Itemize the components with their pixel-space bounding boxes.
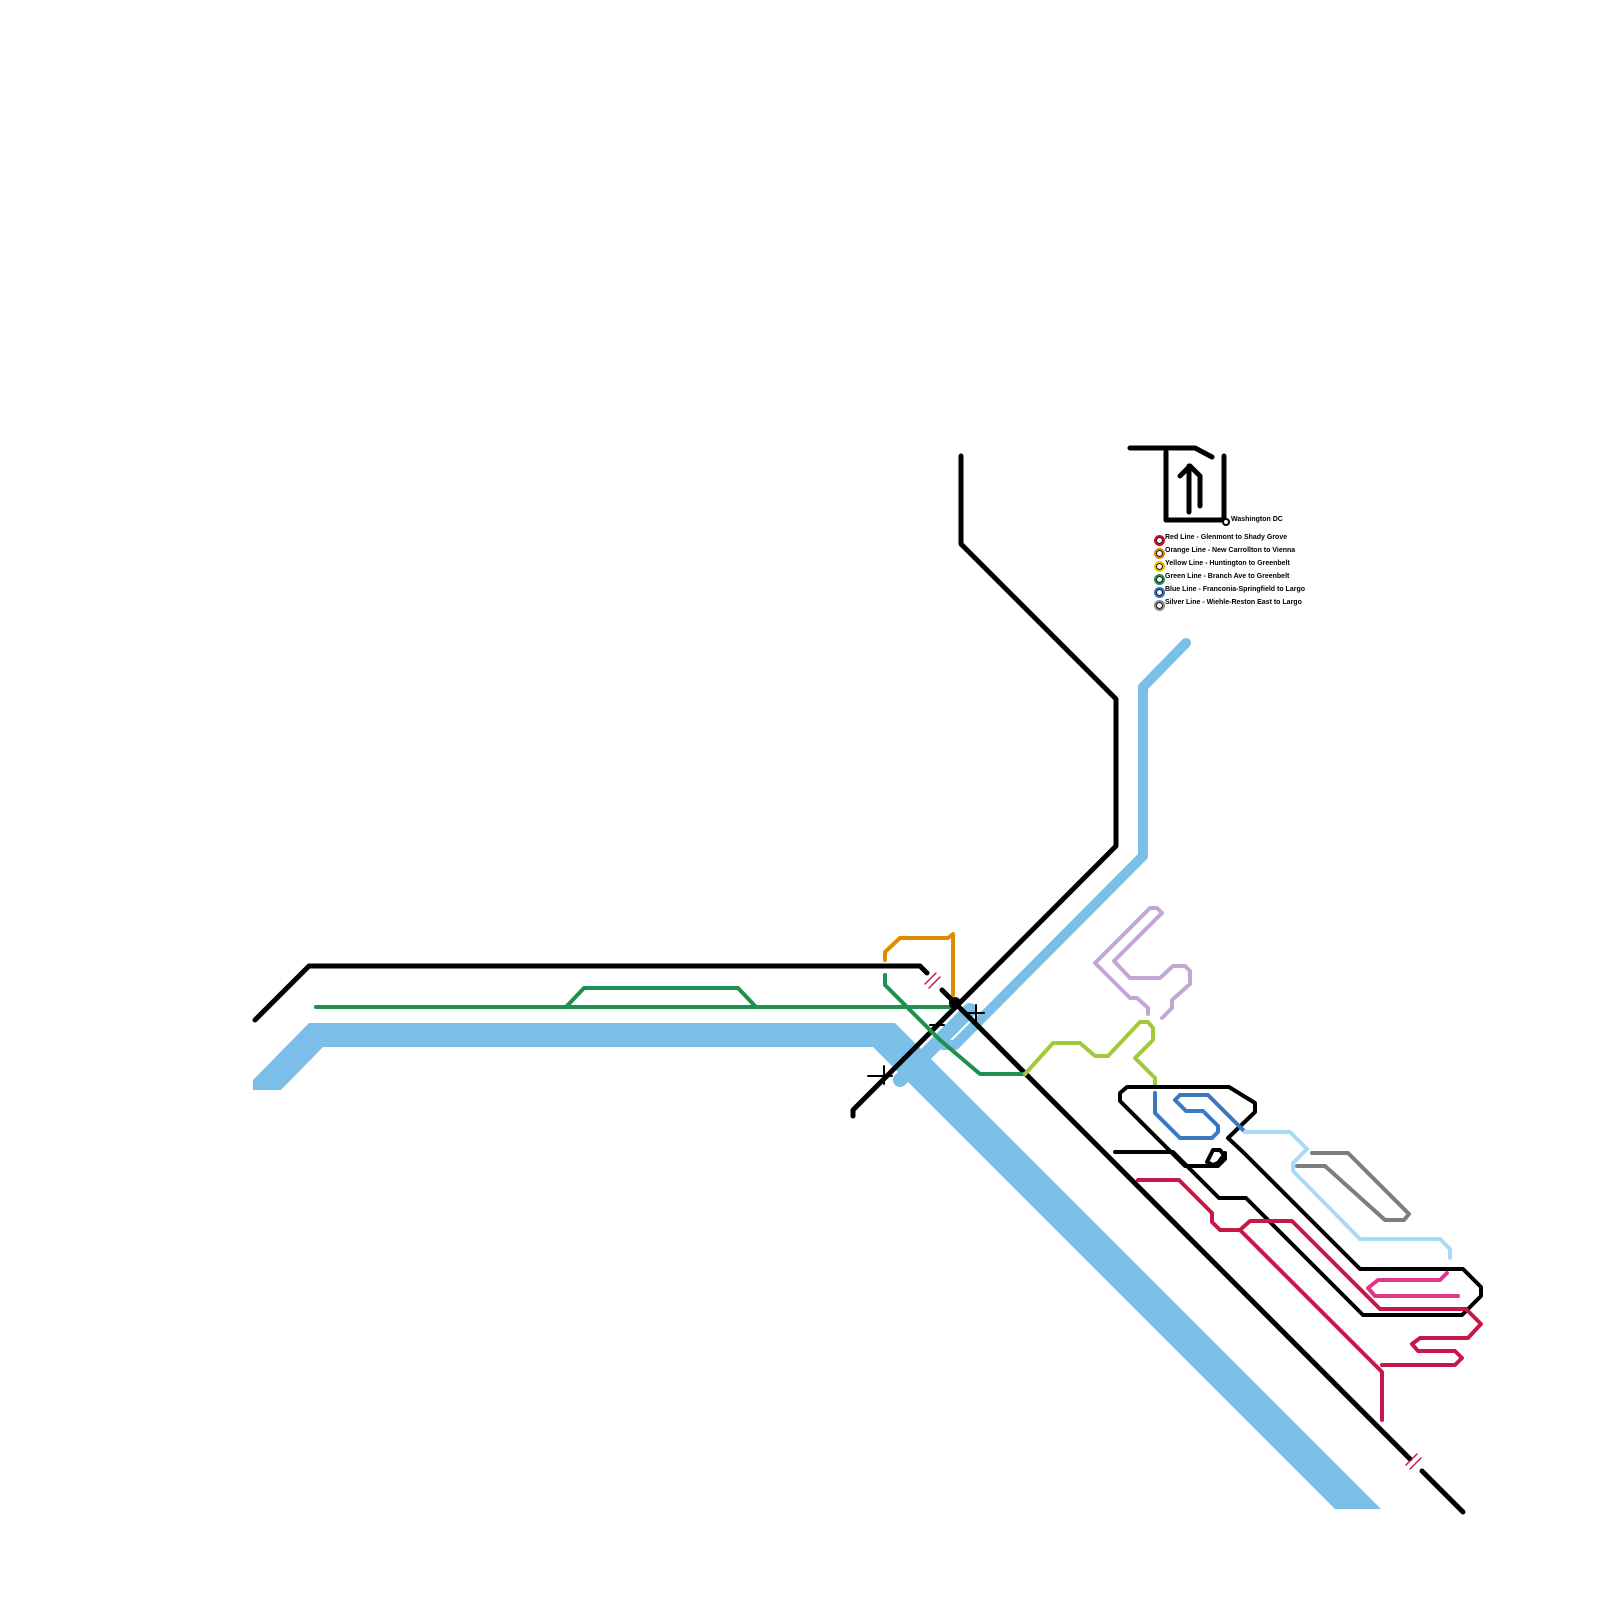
legend-label: Orange Line - New Carrollton to Vienna (1165, 547, 1296, 554)
legend-dot-icon (1154, 561, 1165, 572)
legend-dot-icon (1154, 535, 1165, 546)
river-west (253, 1023, 1381, 1509)
logo-node (1222, 518, 1230, 526)
black-line-southeast-end (1419, 1468, 1466, 1515)
legend-label: Blue Line - Franconia-Springfield to Lar… (1165, 586, 1306, 593)
river-northeast (938, 638, 1191, 1050)
black-line-north (850, 453, 1119, 1119)
green-line-loop (564, 986, 758, 1009)
legend-label: Silver Line - Wiehle-Reston East to Larg… (1165, 599, 1302, 606)
green-line-south (883, 973, 1027, 1076)
central-station-node (949, 997, 961, 1009)
cross-ticks (867, 1004, 985, 1085)
pink-line (1366, 1271, 1460, 1298)
legend-dot-icon (1154, 600, 1165, 611)
lavender-line (1093, 906, 1192, 1020)
black-line-west (252, 963, 930, 1023)
black-loop-upper (1113, 1085, 1483, 1317)
light-blue-line (1243, 1130, 1452, 1260)
gray-line (1295, 1151, 1411, 1222)
blue-line (1153, 1091, 1247, 1140)
legend-dot-icon (1154, 587, 1165, 598)
legend-label: Red Line - Glenmont to Shady Grove (1165, 534, 1288, 541)
black-line-southeast (939, 987, 1413, 1462)
orange-line (883, 932, 955, 997)
city-label: Washington DC (1231, 516, 1283, 523)
metro-logo (1127, 445, 1227, 523)
legend-label: Yellow Line - Huntington to Greenbelt (1165, 560, 1290, 567)
crimson-line (1136, 1178, 1384, 1422)
legend-label: Green Line - Branch Ave to Greenbelt (1165, 573, 1290, 580)
lime-line (1023, 1020, 1157, 1087)
legend-dot-icon (1154, 574, 1165, 585)
black-loop-ring (1205, 1148, 1226, 1167)
break-markers (924, 972, 1422, 1470)
crimson-line-tail (1238, 1219, 1483, 1367)
legend-dot-icon (1154, 548, 1165, 559)
